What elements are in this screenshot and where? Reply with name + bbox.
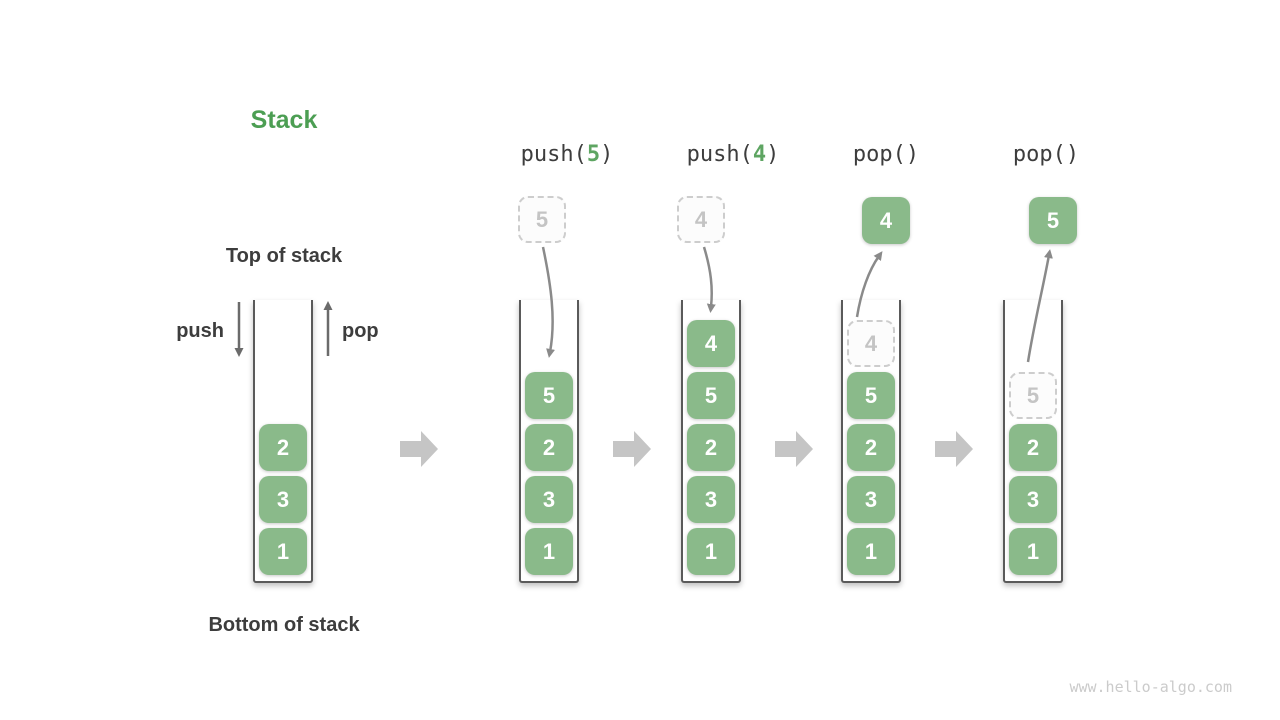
cell-3: 3	[1009, 476, 1057, 523]
push-label: push	[176, 320, 224, 342]
cell-3: 3	[847, 476, 895, 523]
cell-2: 2	[687, 424, 735, 471]
popped-cell-5: 5	[1029, 197, 1077, 244]
op-suffix: )	[766, 142, 780, 167]
watermark: www.hello-algo.com	[1069, 678, 1232, 696]
transition-arrow-4	[935, 431, 973, 467]
ghost-cell-4: 4	[847, 320, 895, 367]
bottom-of-stack-label: Bottom of stack	[208, 614, 360, 636]
cell-2: 2	[525, 424, 573, 471]
cell-2: 2	[259, 424, 307, 471]
cell-1: 1	[259, 528, 307, 575]
op-suffix: )	[1065, 142, 1080, 167]
cell-3: 3	[687, 476, 735, 523]
incoming-ghost-cell-4: 4	[677, 196, 725, 243]
stack-after-pop-4: 4 5 2 3 1	[841, 300, 901, 583]
stack-after-push-5: 5 2 3 1	[519, 300, 579, 583]
op-arg: 4	[752, 142, 767, 167]
transition-arrow-1	[400, 431, 438, 467]
op-suffix: )	[905, 142, 920, 167]
diagram-title: Stack	[250, 106, 318, 134]
op-suffix: )	[600, 142, 614, 167]
ghost-cell-5: 5	[1009, 372, 1057, 419]
op-label-push-5: push(5)	[467, 142, 667, 167]
cell-1: 1	[1009, 528, 1057, 575]
top-of-stack-label: Top of stack	[225, 245, 343, 267]
cell-3: 3	[259, 476, 307, 523]
op-label-push-4: push(4)	[633, 142, 833, 167]
push-4-flow-arrow	[702, 246, 716, 313]
transition-arrow-3	[775, 431, 813, 467]
op-label-pop-2: pop()	[946, 142, 1146, 167]
cell-1: 1	[687, 528, 735, 575]
op-arg: 5	[586, 142, 601, 167]
popped-cell-4: 4	[862, 197, 910, 244]
stack-after-push-4: 4 5 2 3 1	[681, 300, 741, 583]
op-prefix: pop(	[852, 142, 906, 167]
cell-1: 1	[847, 528, 895, 575]
op-label-pop-1: pop()	[786, 142, 986, 167]
stack-initial: 2 3 1	[253, 300, 313, 583]
op-prefix: push(	[686, 142, 753, 167]
cell-2: 2	[847, 424, 895, 471]
pop-label: pop	[342, 320, 379, 342]
cell-2: 2	[1009, 424, 1057, 471]
incoming-ghost-cell-5: 5	[518, 196, 566, 243]
cell-3: 3	[525, 476, 573, 523]
op-prefix: pop(	[1012, 142, 1066, 167]
transition-arrow-2	[613, 431, 651, 467]
cell-1: 1	[525, 528, 573, 575]
cell-5: 5	[687, 372, 735, 419]
stack-after-pop-5: 5 2 3 1	[1003, 300, 1063, 583]
cell-5: 5	[525, 372, 573, 419]
cell-4: 4	[687, 320, 735, 367]
cell-5: 5	[847, 372, 895, 419]
op-prefix: push(	[520, 142, 587, 167]
